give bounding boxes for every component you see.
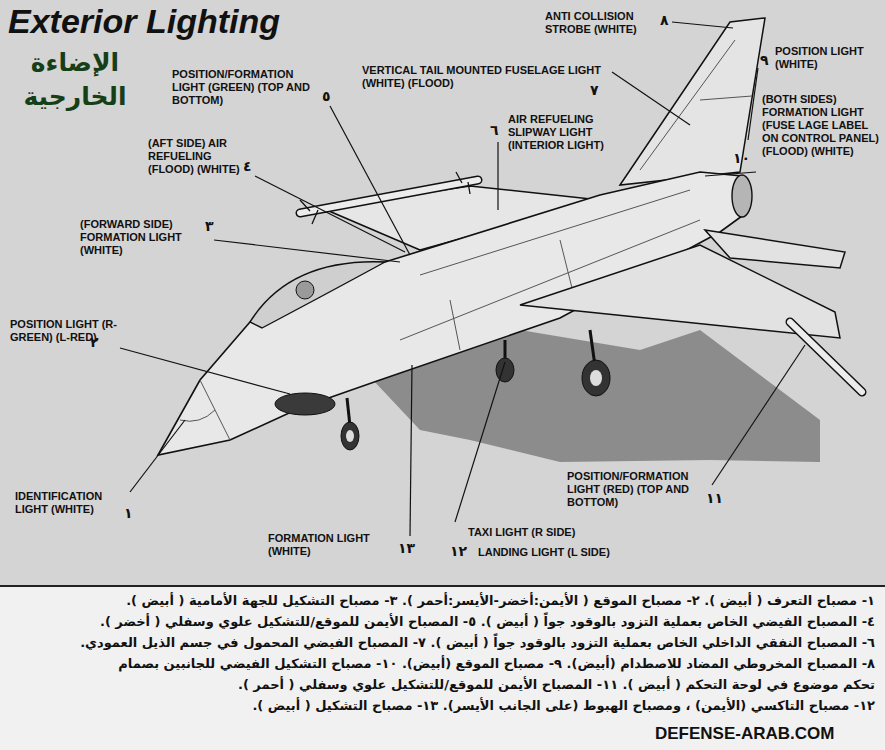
pilot-helmet <box>296 281 314 299</box>
leader-lines <box>120 22 805 536</box>
canopy <box>250 262 385 328</box>
leader-line <box>120 348 290 394</box>
tail-panel-lines <box>640 40 752 170</box>
air-intake <box>275 393 335 415</box>
legend-line: ١٢- مصباح التاكسي (الأيمن) ، ومصباح الهب… <box>252 696 875 715</box>
leader-line <box>410 365 412 536</box>
callout-number: ٣ <box>205 218 214 234</box>
near-missile-outline <box>790 322 862 392</box>
leader-line <box>214 240 400 262</box>
legend-line: ٤- المصباح الفيضي الخاص بعملية التزود با… <box>100 612 875 631</box>
callout-number: ٩ <box>760 52 769 68</box>
callout-number: ١٣ <box>398 540 415 556</box>
callout-number: ١١ <box>706 490 723 506</box>
part-label: ANTI COLLISION STROBE (WHITE) <box>545 10 657 36</box>
callout-number: ٢ <box>90 334 99 350</box>
part-label: (BOTH SIDES) FORMATION LIGHT (FUSE LAGE … <box>762 93 880 158</box>
part-label: (AFT SIDE) AIR REFUELING (FLOOD) (WHITE) <box>148 137 246 176</box>
part-label: AIR REFUELING SLIPWAY LIGHT (INTERIOR LI… <box>508 113 638 152</box>
callout-number: ٨ <box>660 12 669 28</box>
wheel-hub <box>590 370 602 386</box>
leader-line <box>330 106 410 255</box>
leader-line <box>705 172 756 176</box>
part-label: TAXI LIGHT (R SIDE) <box>468 526 638 539</box>
leader-line <box>497 142 498 210</box>
legend-line: تحكم موضوع في لوحة التحكم ( أبيض ). ١١- … <box>238 675 875 694</box>
leader-line <box>130 420 185 492</box>
vertical-tail <box>620 18 765 185</box>
part-label: POSITION/FORMATION LIGHT (GREEN) (TOP AN… <box>172 68 320 107</box>
legend-line: ٦- المصباح النفقي الداخلي الخاص بعملية ا… <box>80 633 875 652</box>
part-label: FORMATION LIGHT (WHITE) <box>268 532 393 558</box>
callout-number: ٧ <box>590 82 599 98</box>
part-label: LANDING LIGHT (L SIDE) <box>478 546 658 559</box>
watermark: DEFENSE-ARAB.COM <box>655 724 834 744</box>
callout-number: ١ <box>124 505 133 521</box>
leader-line <box>455 362 505 522</box>
nose-wheel <box>341 422 359 450</box>
leader-line <box>255 176 405 252</box>
arabic-title: الإضاءة الخارجية <box>14 46 136 114</box>
missile-fins <box>300 172 470 224</box>
horizontal-stabilizer <box>705 230 845 268</box>
part-label: POSITION/FORMATION LIGHT (RED) (TOP AND … <box>567 470 703 509</box>
part-label: IDENTIFICATION LIGHT (WHITE) <box>15 490 127 516</box>
legend-line: ١- مصباح التعرف ( أبيض ). ٢- مصباح الموق… <box>126 591 875 610</box>
callout-number: ١٢ <box>450 543 467 559</box>
part-label: (FORWARD SIDE) FORMATION LIGHT (WHITE) <box>80 218 202 257</box>
main-wheel <box>582 360 610 396</box>
leader-line <box>712 345 805 485</box>
far-missile-outline <box>300 180 478 213</box>
leader-line <box>612 72 690 125</box>
leader-line <box>748 68 758 140</box>
callout-number: ٦ <box>490 122 499 138</box>
callout-number: ٥ <box>322 88 331 104</box>
leader-line <box>672 22 733 28</box>
part-label: POSITION LIGHT (WHITE) <box>775 45 875 71</box>
legend-line: ٨- المصباح المخروطي المضاد للاصطدام (أبي… <box>118 654 875 673</box>
part-label: VERTICAL TAIL MOUNTED FUSELAGE LIGHT (WH… <box>362 64 602 90</box>
diagram-title: Exterior Lighting <box>8 2 280 40</box>
near-missile <box>790 322 862 392</box>
callout-number: ٤ <box>243 158 252 174</box>
engine-nozzle <box>732 175 752 217</box>
callout-number: ١٠ <box>733 150 750 166</box>
wheel-hub <box>346 430 354 442</box>
main-wheel <box>496 358 514 382</box>
far-missile <box>300 180 478 213</box>
part-label: POSITION LIGHT (R-GREEN) (L-RED) <box>10 318 120 344</box>
